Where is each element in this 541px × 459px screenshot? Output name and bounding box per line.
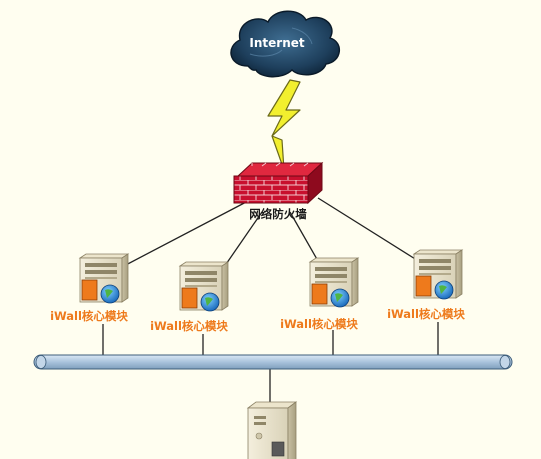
lightning-bolt-icon bbox=[267, 79, 301, 171]
node-label-4: iWall核心模块 bbox=[387, 307, 465, 321]
network-bus bbox=[33, 354, 513, 370]
node-label-3: iWall核心模块 bbox=[280, 317, 358, 331]
link-node-4 bbox=[317, 197, 421, 263]
firewall-links bbox=[119, 197, 421, 271]
bus-drops bbox=[102, 322, 439, 403]
internet-label: Internet bbox=[249, 36, 304, 50]
server-globe-icon bbox=[79, 253, 129, 304]
link-node-2 bbox=[221, 211, 263, 271]
firewall-label: 网络防火墙 bbox=[249, 207, 307, 221]
server-globe-icon bbox=[179, 261, 229, 312]
brick-wall-icon bbox=[233, 161, 324, 205]
storm-cloud-icon bbox=[230, 10, 340, 78]
server-globe-icon bbox=[309, 257, 359, 308]
link-node-1 bbox=[119, 199, 251, 269]
node-label-2: iWall核心模块 bbox=[150, 319, 228, 333]
server-tower-icon bbox=[246, 401, 298, 459]
node-label-1: iWall核心模块 bbox=[50, 309, 128, 323]
server-globe-icon bbox=[413, 249, 463, 300]
